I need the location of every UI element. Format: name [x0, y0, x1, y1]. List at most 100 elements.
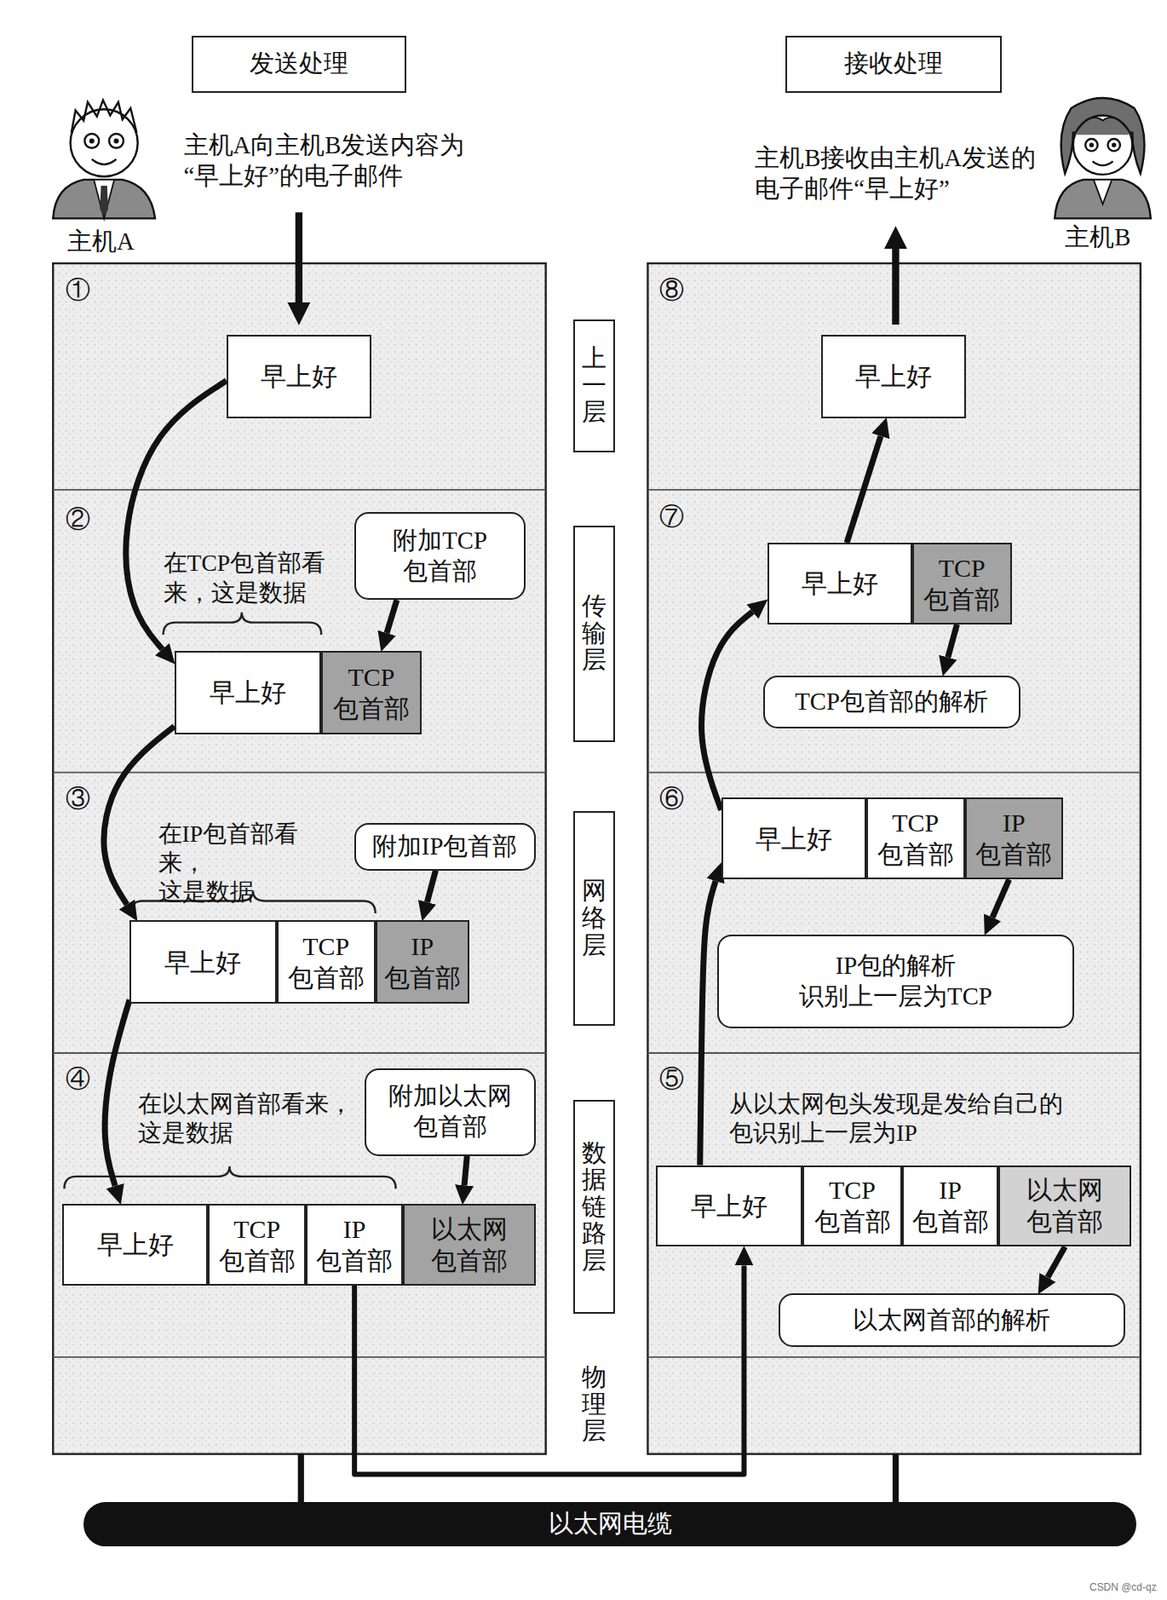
node-text: IP包的解析 识别上一层为TCP: [799, 950, 993, 1012]
callout-number: ⑦: [659, 501, 685, 533]
packet-header-field: 以太网 包首部: [402, 1203, 536, 1286]
flow-arrow: [1047, 1246, 1065, 1277]
node-text: 接收处理: [844, 48, 943, 80]
node-text: 附加TCP 包首部: [392, 525, 487, 587]
sender-panel: [52, 263, 546, 1455]
node-text: 附加以太网 包首部: [388, 1080, 512, 1143]
node-text: 网络层: [581, 877, 607, 959]
flow-arrow: [354, 1264, 744, 1474]
node-text: IP 包首部: [384, 930, 461, 995]
packet-field: 早上好: [767, 542, 913, 625]
receiver-panel: [647, 263, 1140, 1455]
node-text: 早上好: [209, 676, 287, 708]
annotation: 在以太网首部看来， 这是数据: [137, 1089, 353, 1149]
packet-field: TCP 包首部: [866, 797, 966, 880]
node-text: 以太网首部的解析: [852, 1304, 1051, 1336]
callout-box: IP包的解析 识别上一层为TCP: [717, 934, 1075, 1029]
node-text: 早上好: [97, 1228, 174, 1260]
node-text: 早上好: [755, 822, 833, 855]
flow-arrow: [992, 879, 1010, 918]
packet-field: TCP 包首部: [207, 1203, 306, 1286]
flow-arrow: [103, 725, 175, 904]
cable-drop: [892, 1454, 899, 1507]
node-text: TCP 包首部: [333, 661, 410, 725]
section-header: 接收处理: [785, 35, 1002, 93]
node-text: 以太网 包首部: [1026, 1173, 1104, 1238]
callout-number: ⑤: [659, 1063, 685, 1095]
annotation: 物理层: [581, 1363, 607, 1445]
annotation: 主机B: [1064, 222, 1131, 253]
ethernet-cable: 以太网电缆: [83, 1501, 1137, 1547]
node-text: 早上好: [260, 360, 338, 392]
node-text: 早上好: [801, 567, 879, 599]
layer-label: 上一层: [573, 319, 616, 453]
node-text: TCP 包首部: [287, 930, 365, 995]
node-text: 以太网电缆: [548, 1508, 673, 1540]
flow-arrow: [386, 599, 397, 633]
packet-field: TCP 包首部: [802, 1165, 902, 1248]
packet-header-field: TCP 包首部: [912, 542, 1012, 625]
annotation: 主机A: [67, 226, 135, 258]
annotation: 主机A向主机B发送内容为 “早上好”的电子邮件: [183, 130, 466, 192]
node-text: TCP包首部的解析: [794, 686, 989, 718]
node-text: 早上好: [855, 360, 932, 392]
callout-number: ①: [65, 275, 91, 306]
packet-field: 早上好: [821, 334, 966, 419]
annotation: 从以太网包头发现是发给自己的 包识别上一层为IP: [729, 1089, 1064, 1149]
node-text: TCP 包首部: [923, 551, 1001, 616]
packet-field: 早上好: [129, 919, 276, 1004]
callout-box: 以太网首部的解析: [778, 1293, 1126, 1346]
callout-number: ⑧: [659, 275, 685, 306]
layer-label: 数据链路层: [573, 1099, 616, 1314]
packet-header-field: IP 包首部: [965, 797, 1064, 880]
callout-box: 附加以太网 包首部: [364, 1068, 536, 1156]
callout-number: ②: [65, 504, 91, 535]
node-text: TCP 包首部: [814, 1173, 892, 1238]
host-b-figure: [1054, 97, 1151, 219]
flow-arrow: [700, 880, 716, 1165]
node-text: 早上好: [690, 1189, 768, 1222]
packet-field: IP 包首部: [902, 1165, 1000, 1248]
packet-header-field: 以太网 包首部: [998, 1165, 1132, 1248]
annotation: 在IP包首部看 来，这是数据: [158, 819, 299, 908]
node-text: IP 包首部: [912, 1173, 989, 1238]
flow-arrow: [126, 380, 227, 650]
callout-box: 附加TCP 包首部: [354, 511, 526, 600]
node-text: 早上好: [164, 946, 242, 978]
annotation: 主机B接收由主机A发送的 电子邮件“早上好”: [754, 143, 1036, 205]
node-text: 以太网 包首部: [431, 1212, 508, 1277]
packet-field: 早上好: [62, 1203, 208, 1286]
callout-number: ⑥: [659, 783, 685, 815]
node-text: 上一层: [581, 344, 607, 426]
node-text: IP 包首部: [975, 806, 1053, 871]
callout-box: 附加IP包首部: [354, 822, 536, 870]
flow-arrow: [891, 245, 899, 325]
node-text: IP 包首部: [316, 1212, 393, 1277]
packet-field: 早上好: [721, 797, 867, 880]
section-header: 发送处理: [191, 35, 406, 93]
layer-separators: [52, 489, 1141, 1357]
flow-arrow: [846, 436, 881, 543]
packet-field: TCP 包首部: [276, 919, 376, 1004]
node-text: TCP 包首部: [877, 806, 955, 871]
packet-field: 早上好: [174, 650, 322, 735]
callout-box: TCP包首部的解析: [763, 675, 1021, 729]
cable-drop: [298, 1454, 305, 1507]
flow-arrow: [426, 870, 436, 903]
packet-field: 早上好: [655, 1165, 803, 1248]
callout-number: ③: [65, 783, 91, 815]
packet-field: 早上好: [226, 334, 372, 419]
node-text: 附加IP包首部: [372, 831, 518, 863]
node-text: 传输层: [581, 592, 607, 674]
layer-label: 传输层: [573, 525, 616, 742]
callout-number: ④: [65, 1063, 91, 1095]
node-text: 发送处理: [249, 48, 349, 80]
host-a-figure: [52, 99, 156, 219]
flow-arrow: [104, 999, 130, 1186]
node-text: TCP 包首部: [218, 1212, 296, 1277]
flow-arrow: [948, 624, 958, 658]
packet-field: IP 包首部: [305, 1203, 403, 1286]
annotation: 在TCP包首部看 来，这是数据: [163, 548, 327, 608]
node-text: 数据链路层: [581, 1139, 607, 1275]
